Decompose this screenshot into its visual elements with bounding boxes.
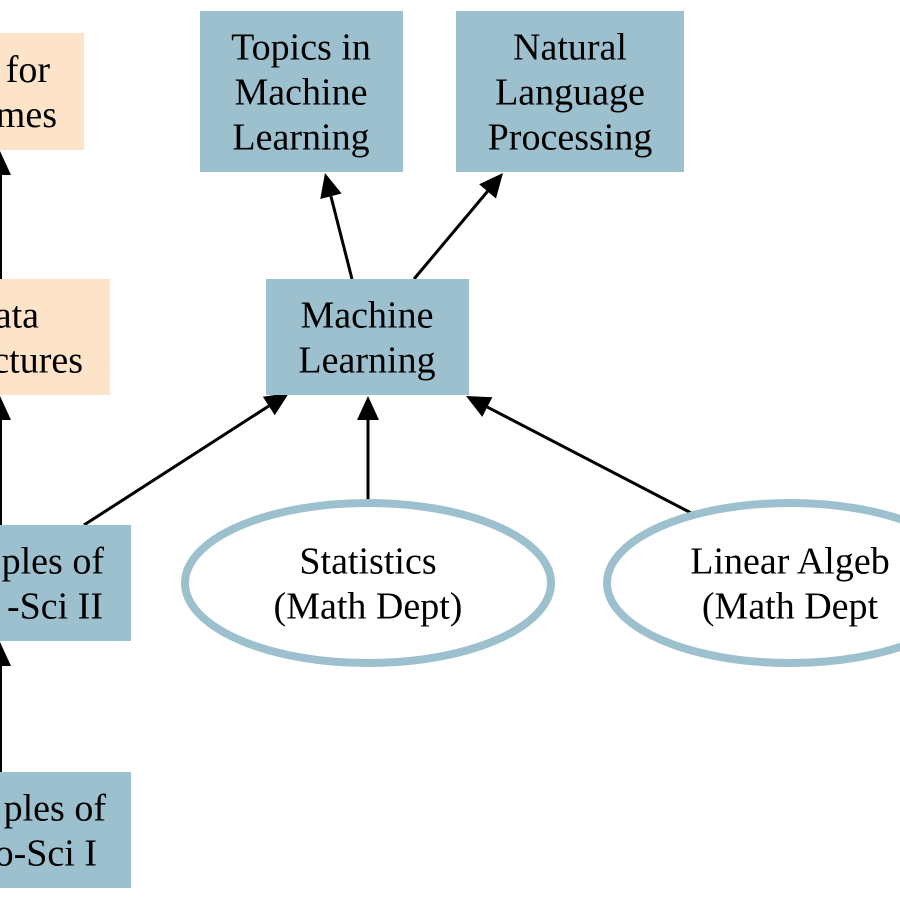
node-box: [200, 11, 403, 172]
nodes-layer: Topics inMachineLearningNaturalLanguageP…: [0, 11, 900, 888]
node-label-line: Natural: [513, 27, 627, 69]
arrowhead-topics_ml: [320, 173, 342, 199]
node-pcs2[interactable]: ples of-Sci II: [0, 525, 131, 641]
node-label-line: Topics in: [231, 27, 371, 69]
arrowhead-algo_games: [0, 151, 11, 175]
arrowhead-pcs2: [0, 642, 11, 666]
node-label-line: Statistics: [299, 541, 436, 583]
node-box: [0, 525, 131, 641]
node-ellipse: [603, 499, 900, 667]
arrowhead-ml: [262, 393, 289, 416]
node-pcs1[interactable]: ples ofo-Sci I: [0, 772, 131, 888]
arrowhead-ml: [357, 396, 379, 420]
node-statistics[interactable]: Statistics(Math Dept): [181, 499, 555, 667]
node-box: [0, 772, 131, 888]
node-label-line: o-Sci I: [0, 833, 97, 875]
node-label-line: Processing: [488, 117, 653, 159]
arrowhead-data_structures: [0, 396, 11, 420]
edge-linear_algebra-to-ml: [486, 405, 698, 518]
node-label-line: ples of: [2, 541, 105, 583]
node-label-line: (Math Dept): [274, 586, 463, 628]
node-label-line: -Sci II: [7, 586, 103, 628]
node-label-line: mes: [0, 94, 57, 136]
node-label-line: Learning: [298, 340, 435, 382]
edge-pcs2-to-ml: [83, 404, 270, 527]
arrowhead-nlp: [479, 173, 503, 199]
edge-ml-to-topics_ml: [329, 195, 354, 280]
node-label-line: (Math Dept: [702, 586, 879, 628]
node-box: [0, 279, 110, 395]
node-ellipse: [181, 499, 555, 667]
node-label-line: Learning: [232, 117, 369, 159]
arrowhead-ml: [466, 396, 493, 417]
node-label-line: Machine: [301, 295, 434, 337]
edges-layer: [0, 151, 698, 772]
node-box: [0, 33, 84, 150]
node-linear-algebra[interactable]: Linear Algeb(Math Dept: [603, 499, 900, 667]
node-label-line: Language: [495, 72, 645, 114]
node-label-line: ctures: [0, 340, 83, 382]
node-label-line: Linear Algeb: [690, 541, 889, 583]
node-label-line: ples of: [4, 788, 107, 830]
node-label-line: ata: [0, 295, 39, 337]
node-box: [456, 11, 684, 172]
edge-ml-to-nlp: [412, 190, 489, 280]
node-label-line: Machine: [235, 72, 368, 114]
node-box: [266, 279, 469, 395]
node-label-line: for: [6, 49, 51, 91]
